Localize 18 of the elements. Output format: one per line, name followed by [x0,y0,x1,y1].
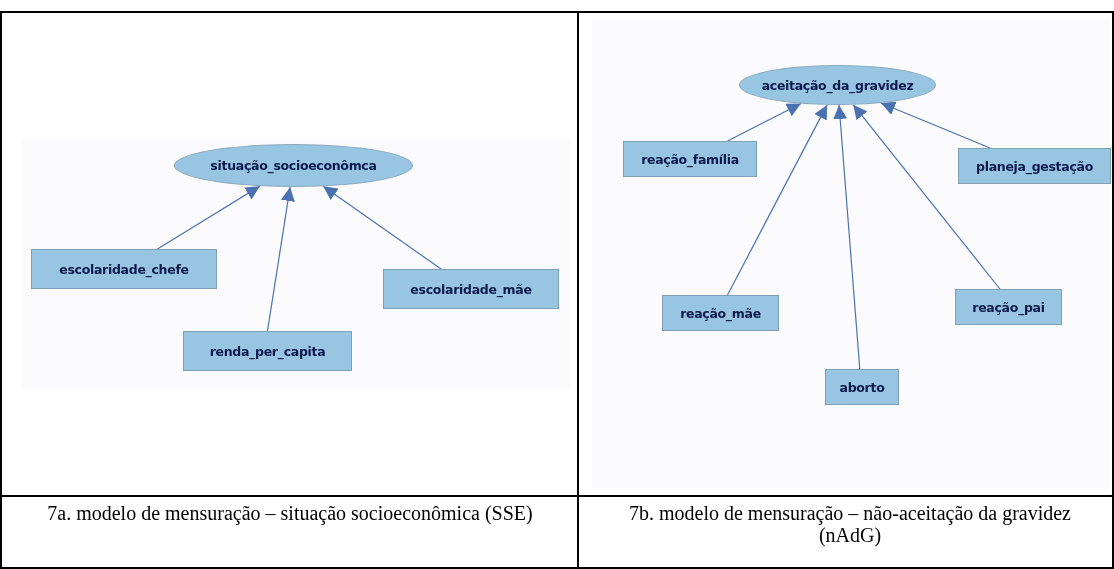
figure-caption: 7b. modelo de mensuração – não-aceitação da gravidez (nAdG) [628,502,1072,546]
arrow [880,101,991,149]
indicator-box: planeja_gestação [958,148,1111,184]
arrow [322,185,442,270]
indicator-box: reação_família [623,141,757,177]
arrow [266,186,295,332]
indicator-box: reação_mãe [662,295,779,331]
indicator-box: reação_pai [955,289,1062,325]
arrow [833,104,861,370]
indicator-box: escolaridade_mãe [383,269,559,309]
indicator-box: escolaridade_chefe [31,249,217,289]
indicator-box: aborto [825,369,899,405]
arrow [852,104,1001,290]
arrow [726,104,828,296]
figure-caption: 7a. modelo de mensuração – situação socioeconômica (SSE) [46,502,534,524]
arrow [726,103,802,142]
indicator-box: renda_per_capita [183,331,352,371]
arrow [156,185,261,250]
